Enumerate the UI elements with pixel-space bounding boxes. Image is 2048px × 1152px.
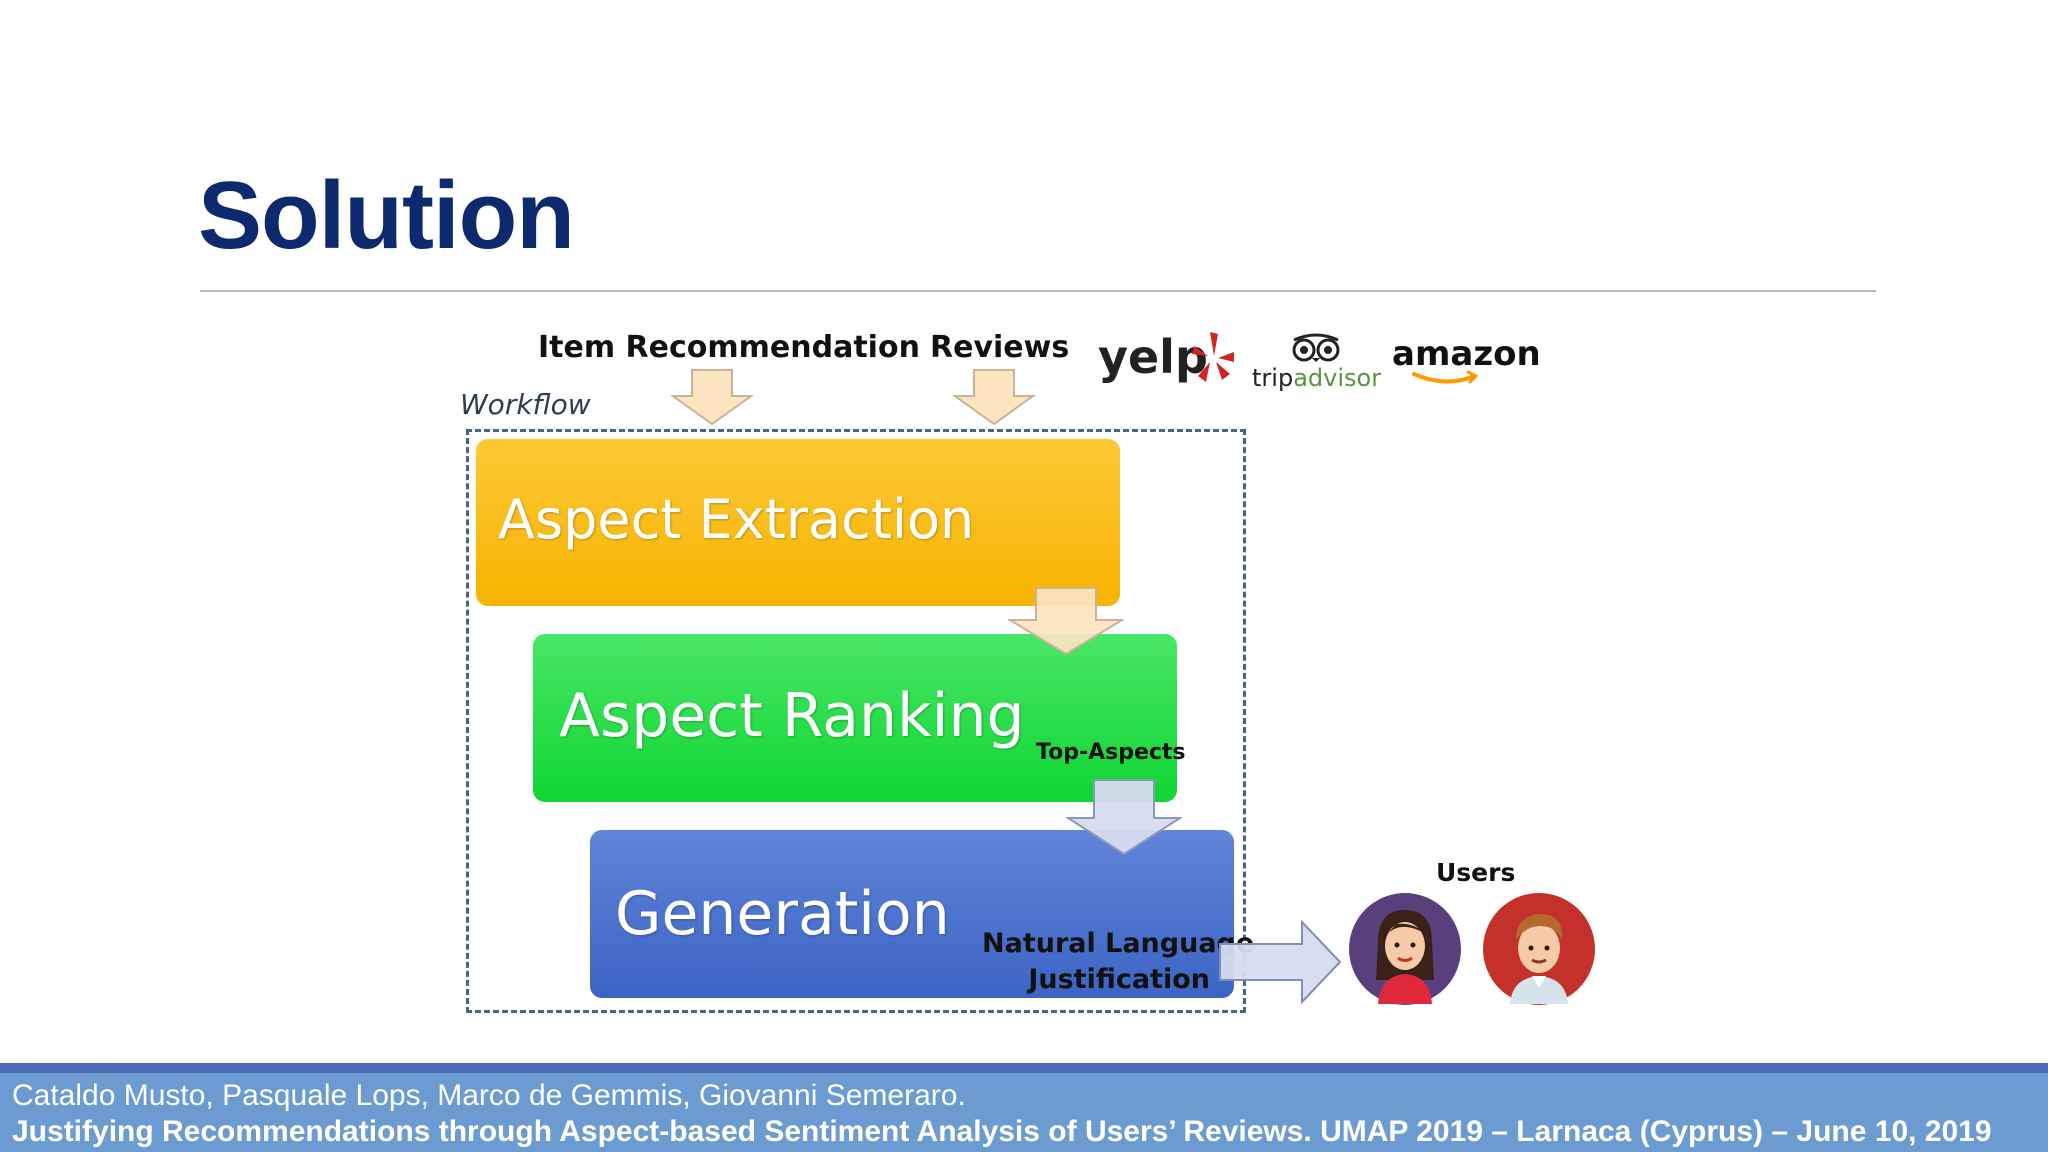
tripadvisor-logo: tripadvisor tripadvisor bbox=[1250, 332, 1390, 394]
amazon-logo-text: amazon bbox=[1392, 334, 1541, 374]
amazon-logo: amazon bbox=[1392, 334, 1541, 394]
item-recommendation-arrow-icon bbox=[670, 369, 754, 426]
users-label: Users bbox=[1436, 858, 1516, 887]
aspect-extraction-label: Aspect Extraction bbox=[498, 488, 975, 551]
reviews-arrow-icon bbox=[952, 369, 1036, 426]
tripadvisor-owl-icon bbox=[1292, 333, 1340, 362]
yelp-logo: yelp bbox=[1098, 330, 1238, 390]
slide-title: Solution bbox=[198, 162, 575, 269]
generation-stage: Generation bbox=[590, 830, 1234, 998]
top-aspects-label: Top-Aspects bbox=[1036, 740, 1186, 765]
male-user-icon bbox=[1483, 893, 1595, 1005]
title-divider bbox=[200, 290, 1876, 292]
output-to-users-arrow-icon bbox=[1219, 920, 1342, 1004]
extraction-to-ranking-arrow-icon bbox=[1008, 587, 1124, 656]
yelp-logo-text: yelp bbox=[1098, 330, 1208, 384]
tripadvisor-logo-text: tripadvisor bbox=[1252, 364, 1382, 392]
footer-bar: Cataldo Musto, Pasquale Lops, Marco de G… bbox=[0, 1073, 2048, 1152]
ranking-to-generation-arrow-icon bbox=[1066, 779, 1182, 856]
output-label-line1: Natural Language bbox=[982, 928, 1255, 959]
output-label-line2: Justification bbox=[1028, 964, 1210, 995]
female-user-icon bbox=[1349, 893, 1461, 1005]
generation-label: Generation bbox=[615, 879, 950, 949]
workflow-container bbox=[466, 429, 1246, 1013]
workflow-label: Workflow bbox=[460, 388, 591, 421]
aspect-ranking-label: Aspect Ranking bbox=[559, 681, 1025, 751]
yelp-burst-icon bbox=[1192, 332, 1234, 382]
amazon-smile-icon bbox=[1412, 370, 1479, 384]
item-recommendation-label: Item Recommendation bbox=[538, 330, 920, 365]
aspect-extraction-stage: Aspect Extraction bbox=[476, 439, 1120, 606]
footer-divider bbox=[0, 1063, 2048, 1073]
footer-paper-title: Justifying Recommendations through Aspec… bbox=[12, 1115, 1992, 1148]
footer-authors: Cataldo Musto, Pasquale Lops, Marco de G… bbox=[12, 1079, 966, 1112]
aspect-ranking-stage: Aspect Ranking bbox=[533, 634, 1177, 802]
reviews-label: Reviews bbox=[930, 330, 1070, 365]
